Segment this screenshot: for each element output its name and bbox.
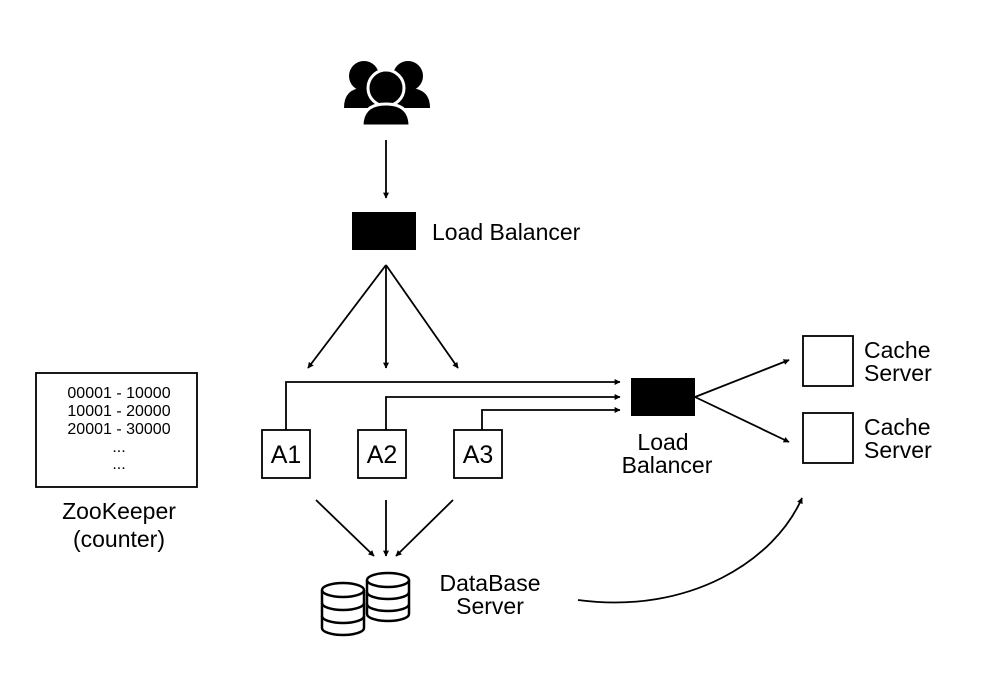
lb-to-a1-arrow (307, 264, 387, 369)
zookeeper-label-line2: (counter) (73, 526, 165, 552)
database-label-line2: Server (456, 593, 524, 619)
zookeeper-range: 10001 - 20000 (67, 403, 170, 420)
inner-load-balancer-label-line1: Load (637, 429, 688, 455)
database-label-line1: DataBase (439, 570, 540, 596)
cache-server-1-label-line2: Server (864, 360, 932, 386)
a1-to-inner-lb-arrow (285, 379, 621, 430)
zookeeper-range: ... (112, 439, 125, 456)
inner-lb-to-cache1-arrow (694, 359, 790, 398)
db-to-cache-arrow (577, 497, 803, 604)
zookeeper-range: 20001 - 30000 (67, 421, 170, 438)
app-server-a1-label: A1 (271, 441, 302, 469)
cache-server-2[interactable]: Cache Server (802, 412, 932, 464)
top-load-balancer-label: Load Balancer (432, 219, 581, 245)
a3-to-inner-lb-arrow (481, 407, 621, 430)
cache-server-1-label-line1: Cache (864, 337, 930, 363)
a2-to-inner-lb-arrow (385, 394, 621, 430)
top-load-balancer[interactable] (352, 212, 416, 250)
lb-to-a3-arrow (385, 264, 459, 369)
app-server-a1[interactable]: A1 (261, 429, 311, 479)
zookeeper-box[interactable]: 00001 - 10000 10001 - 20000 20001 - 3000… (35, 372, 198, 488)
app-server-a2-label: A2 (367, 441, 398, 469)
app-server-a3[interactable]: A3 (453, 429, 503, 479)
inner-load-balancer-label-line2: Balancer (622, 452, 713, 478)
a3-to-db-arrow (395, 499, 454, 557)
app-server-a2[interactable]: A2 (357, 429, 407, 479)
inner-lb-to-cache2-arrow (694, 396, 790, 443)
a1-to-db-arrow (315, 499, 375, 557)
cache-server-2-label-line1: Cache (864, 414, 930, 440)
app-server-a3-label: A3 (463, 441, 494, 469)
zookeeper-label-line1: ZooKeeper (62, 498, 176, 524)
database-stack-icon (320, 571, 411, 637)
zookeeper-range: ... (112, 456, 125, 473)
zookeeper-range: 00001 - 10000 (67, 385, 170, 402)
cache-server-1[interactable]: Cache Server (802, 335, 932, 387)
inner-load-balancer[interactable] (631, 378, 695, 416)
users-group-icon (344, 61, 430, 128)
cache-server-2-label-line2: Server (864, 437, 932, 463)
